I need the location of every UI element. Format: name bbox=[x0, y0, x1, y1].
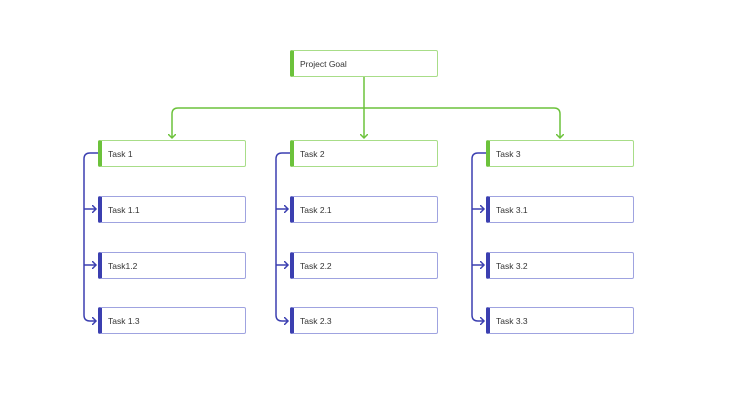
task-node-2[interactable]: Task 2 bbox=[290, 140, 438, 167]
goal-to-task3-line bbox=[364, 107, 560, 138]
task2-connectors bbox=[275, 152, 290, 321]
task-node-1[interactable]: Task 1 bbox=[98, 140, 246, 167]
subtask-node-1-2[interactable]: Task1.2 bbox=[98, 252, 246, 279]
subtask-label: Task 2.2 bbox=[300, 260, 332, 271]
subtask-node-2-2[interactable]: Task 2.2 bbox=[290, 252, 438, 279]
subtask-label: Task 1.3 bbox=[108, 315, 140, 326]
subtask-label: Task 3.3 bbox=[496, 315, 528, 326]
subtask-label: Task 3.1 bbox=[496, 204, 528, 215]
project-goal-label: Project Goal bbox=[300, 58, 347, 69]
subtask-node-3-1[interactable]: Task 3.1 bbox=[486, 196, 634, 223]
subtask-label: Task 3.2 bbox=[496, 260, 528, 271]
subtask-label: Task 2.1 bbox=[300, 204, 332, 215]
task-label: Task 3 bbox=[496, 148, 521, 159]
goal-connectors bbox=[172, 77, 560, 138]
task1-connectors bbox=[83, 152, 98, 321]
subtask-node-2-1[interactable]: Task 2.1 bbox=[290, 196, 438, 223]
subtask-node-3-2[interactable]: Task 3.2 bbox=[486, 252, 634, 279]
subtask-label: Task1.2 bbox=[108, 260, 138, 271]
task-label: Task 1 bbox=[108, 148, 133, 159]
subtask-label: Task 1.1 bbox=[108, 204, 140, 215]
task-node-3[interactable]: Task 3 bbox=[486, 140, 634, 167]
subtask-node-1-1[interactable]: Task 1.1 bbox=[98, 196, 246, 223]
task-label: Task 2 bbox=[300, 148, 325, 159]
subtask-node-2-3[interactable]: Task 2.3 bbox=[290, 307, 438, 334]
subtask-label: Task 2.3 bbox=[300, 315, 332, 326]
subtask-node-3-3[interactable]: Task 3.3 bbox=[486, 307, 634, 334]
project-goal-node[interactable]: Project Goal bbox=[290, 50, 438, 77]
task3-connectors bbox=[471, 152, 486, 321]
goal-to-task1-line bbox=[172, 107, 364, 138]
subtask-node-1-3[interactable]: Task 1.3 bbox=[98, 307, 246, 334]
